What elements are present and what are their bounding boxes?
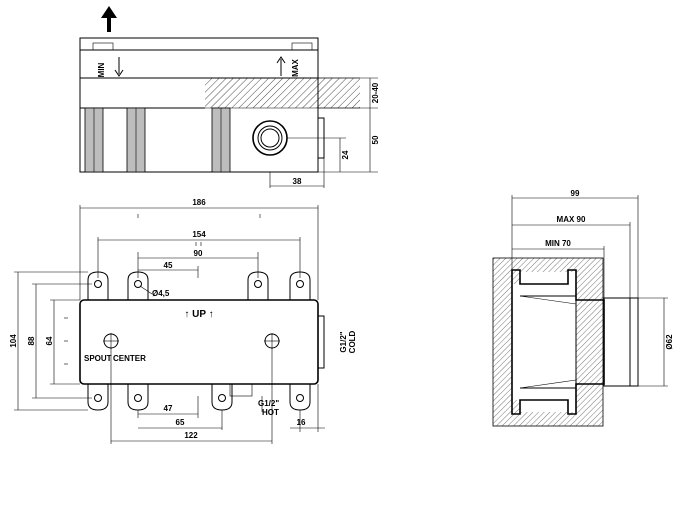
up-label: ↑ UP ↑ — [184, 309, 213, 320]
side-view: 99 MAX 90 MIN 70 Ø62 — [492, 189, 674, 427]
cold-label: COLD — [348, 330, 357, 353]
mount-tab-lower-1 — [87, 384, 109, 411]
dim-88: 88 — [27, 336, 36, 345]
dim-47: 47 — [164, 404, 173, 413]
mount-tab-upper-4 — [289, 271, 311, 300]
center-outlet — [264, 333, 280, 349]
dim-64: 64 — [45, 336, 54, 345]
min-arrow-icon — [114, 57, 124, 77]
dim-50: 50 — [371, 135, 380, 144]
mount-tab-upper-3 — [247, 271, 269, 300]
dim-38: 38 — [293, 177, 302, 186]
min-label: MIN — [97, 62, 106, 77]
dim-24: 24 — [341, 150, 350, 159]
dim-99: 99 — [571, 189, 580, 198]
dim-min-70: MIN 70 — [545, 239, 571, 248]
dim-diameter-62: Ø62 — [665, 334, 674, 350]
max-arrow-icon — [276, 56, 286, 76]
center-label: CENTER — [113, 354, 146, 363]
dim-90: 90 — [194, 249, 203, 258]
spout-label: SPOUT — [84, 354, 112, 363]
dim-max-90: MAX 90 — [557, 215, 586, 224]
hot-label: HOT — [262, 408, 279, 417]
dim-20-40: 20-40 — [371, 82, 380, 103]
dim-65: 65 — [176, 418, 185, 427]
mount-tab-lower-2 — [127, 384, 149, 411]
cover-body — [79, 37, 319, 79]
mount-tab-upper-1 — [87, 271, 109, 300]
top-view: MIN MAX — [79, 6, 380, 188]
wall-hatch — [205, 78, 360, 108]
dim-104: 104 — [9, 334, 18, 348]
spout-outlet — [103, 333, 119, 349]
dim-45: 45 — [164, 261, 173, 270]
up-arrow-icon — [101, 6, 117, 32]
cold-thread-label: G1/2" — [339, 331, 348, 352]
dim-154: 154 — [192, 230, 206, 239]
dim-122: 122 — [184, 431, 198, 440]
dim-186: 186 — [192, 198, 206, 207]
hot-thread-label: G1/2" — [258, 399, 279, 408]
front-view: 186 154 90 45 — [9, 198, 357, 444]
max-label: MAX — [291, 58, 300, 76]
dim-diameter-4-5: Ø4,5 — [152, 289, 170, 298]
outlet-connector — [252, 120, 288, 156]
dim-16: 16 — [297, 418, 306, 427]
mount-tab-lower-3 — [211, 384, 233, 411]
mount-tab-lower-4 — [289, 384, 311, 411]
mount-tab-upper-2 — [127, 271, 149, 300]
cylinder-sleeve — [603, 297, 639, 387]
